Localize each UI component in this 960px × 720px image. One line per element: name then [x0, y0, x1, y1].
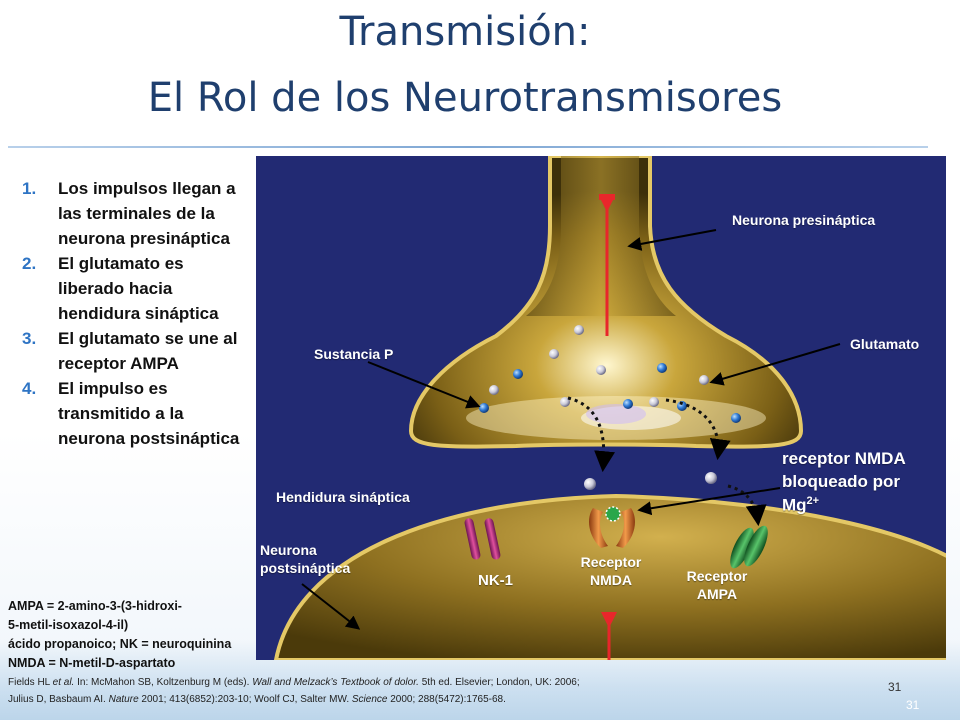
label-synaptic-cleft: Hendidura sináptica: [276, 489, 410, 505]
magnesium-symbol: Mg: [782, 495, 807, 515]
step-number: 3.: [22, 329, 37, 348]
ref-text: 2000; 288(5472):1765-68.: [387, 694, 506, 705]
step-text: El impulso es transmitido a la neurona p…: [58, 379, 240, 448]
glutamate-molecule: [574, 325, 584, 335]
step-number: 2.: [22, 254, 37, 273]
release-path-dotted: [567, 396, 616, 473]
ref-journal: Nature: [108, 694, 139, 705]
page-number-footer: 31: [906, 698, 920, 712]
glutamate-molecule: [596, 365, 606, 375]
axon-shading: [526, 156, 676, 316]
ref-book-title: Wall and Melzack’s Textbook of dolor.: [252, 677, 419, 688]
nmda-receptor: [589, 506, 635, 548]
label-substance-p: Sustancia P: [314, 346, 394, 362]
steps-list: 1. Los impulsos llegan a las terminales d…: [22, 176, 254, 451]
substance-p-molecule: [657, 363, 667, 373]
presynaptic-impulse-cap: [599, 194, 615, 200]
ref-text: Fields HL: [8, 677, 53, 688]
released-glutamate: [584, 478, 596, 490]
step-text: El glutamato se une al receptor AMPA: [58, 329, 238, 373]
ref-journal: Science: [351, 694, 388, 705]
label-nmda-blocked-line-2: bloqueado por: [782, 471, 901, 491]
label-ampa-receptor: Receptor AMPA: [662, 568, 772, 603]
terminal-purple-glow: [586, 404, 646, 424]
postsynaptic-impulse-arrowhead: [601, 612, 617, 628]
step-item: 1. Los impulsos llegan a las terminales d…: [22, 176, 254, 251]
substance-p-molecule: [731, 413, 741, 423]
abbreviation-line: NMDA = N-metil-D-aspartato: [8, 656, 176, 670]
slide-title-line-2: El Rol de los Neurotransmisores: [147, 75, 783, 121]
label-nk1: NK-1: [478, 572, 514, 589]
ref-text: et al.: [52, 677, 75, 688]
label-nmda-line-2: NMDA: [590, 571, 632, 588]
substance-p-molecule: [677, 401, 687, 411]
step-text: Los impulsos llegan a las terminales de …: [58, 179, 236, 248]
magnesium-charge: 2+: [806, 494, 820, 507]
reference-line-1: Fields HL et al. In: McMahon SB, Koltzen…: [8, 674, 888, 691]
glutamate-molecule: [549, 349, 559, 359]
label-nmda-receptor: Receptor NMDA: [556, 554, 666, 589]
page-number: 31: [888, 680, 902, 694]
label-nmda-blocked: receptor NMDA bloqueado por Mg2+: [782, 448, 906, 517]
substance-p-molecule: [513, 369, 523, 379]
label-nmda-line-1: Receptor: [580, 554, 642, 570]
label-nmda-blocked-line-3: Mg2+: [782, 494, 906, 518]
nk1-receptor: [464, 518, 501, 560]
label-glutamate: Glutamato: [850, 336, 920, 352]
step-text: El glutamato es liberado hacia hendidura…: [58, 254, 219, 323]
substance-p-molecule: [479, 403, 489, 413]
label-postsynaptic-line-2: postsináptica: [260, 559, 351, 576]
released-glutamate: [705, 472, 717, 484]
ampa-receptor: [730, 525, 768, 569]
abbreviations: AMPA = 2-amino-3-(3-hidroxi- 5-metil-iso…: [8, 597, 258, 673]
label-ampa-line-1: Receptor: [686, 568, 748, 584]
label-postsynaptic-line-1: Neurona: [260, 542, 317, 558]
substance-p-molecule: [623, 399, 633, 409]
ref-text: 5th ed. Elsevier; London, UK: 2006;: [418, 677, 580, 688]
step-item: 3. El glutamato se une al receptor AMPA: [22, 326, 254, 376]
glutamate-molecule: [489, 385, 499, 395]
pointer-glutamate: [709, 343, 841, 386]
step-number: 1.: [22, 179, 37, 198]
release-path-dotted: [665, 398, 731, 461]
ref-text: Julius D, Basbaum AI.: [8, 694, 109, 705]
label-postsynaptic-neuron: Neurona postsináptica: [260, 542, 350, 577]
synapse-diagram: Neurona presináptica Glutamato Sustancia…: [256, 156, 946, 660]
pointer-substance-p: [367, 361, 481, 409]
abbreviation-line: AMPA = 2-amino-3-(3-hidroxi-: [8, 599, 182, 613]
label-presynaptic-neuron: Neurona presináptica: [732, 212, 876, 228]
ref-text: In: McMahon SB, Koltzenburg M (eds).: [74, 677, 253, 688]
step-number: 4.: [22, 379, 37, 398]
glutamate-molecule: [560, 397, 570, 407]
abbreviation-line: 5-metil-isoxazol-4-il): [8, 618, 129, 632]
pointer-postsynaptic: [301, 583, 361, 630]
postsynaptic-neuron: [273, 493, 946, 660]
label-nmda-blocked-line-1: receptor NMDA: [782, 449, 906, 468]
glutamate-molecule: [699, 375, 709, 385]
reference-line-2: Julius D, Basbaum AI. Nature 2001; 413(6…: [8, 691, 888, 708]
pointer-presynaptic: [627, 229, 717, 251]
pointer-nmda-blocked: [637, 487, 781, 516]
title-divider: [8, 146, 928, 148]
label-ampa-line-2: AMPA: [696, 585, 738, 602]
slide-title-line-1: Transmisión:: [339, 9, 591, 55]
step-item: 4. El impulso es transmitido a la neurona…: [22, 376, 254, 451]
glutamate-molecule: [649, 397, 659, 407]
references: Fields HL et al. In: McMahon SB, Koltzen…: [8, 674, 888, 708]
ref-text: 2001; 413(6852):203-10; Woolf CJ, Salter…: [138, 694, 352, 705]
abbreviation-line: ácido propanoico; NK = neuroquinina: [8, 637, 232, 651]
step-item: 2. El glutamato es liberado hacia hendidu…: [22, 251, 254, 326]
synapse-illustration: [273, 156, 946, 660]
